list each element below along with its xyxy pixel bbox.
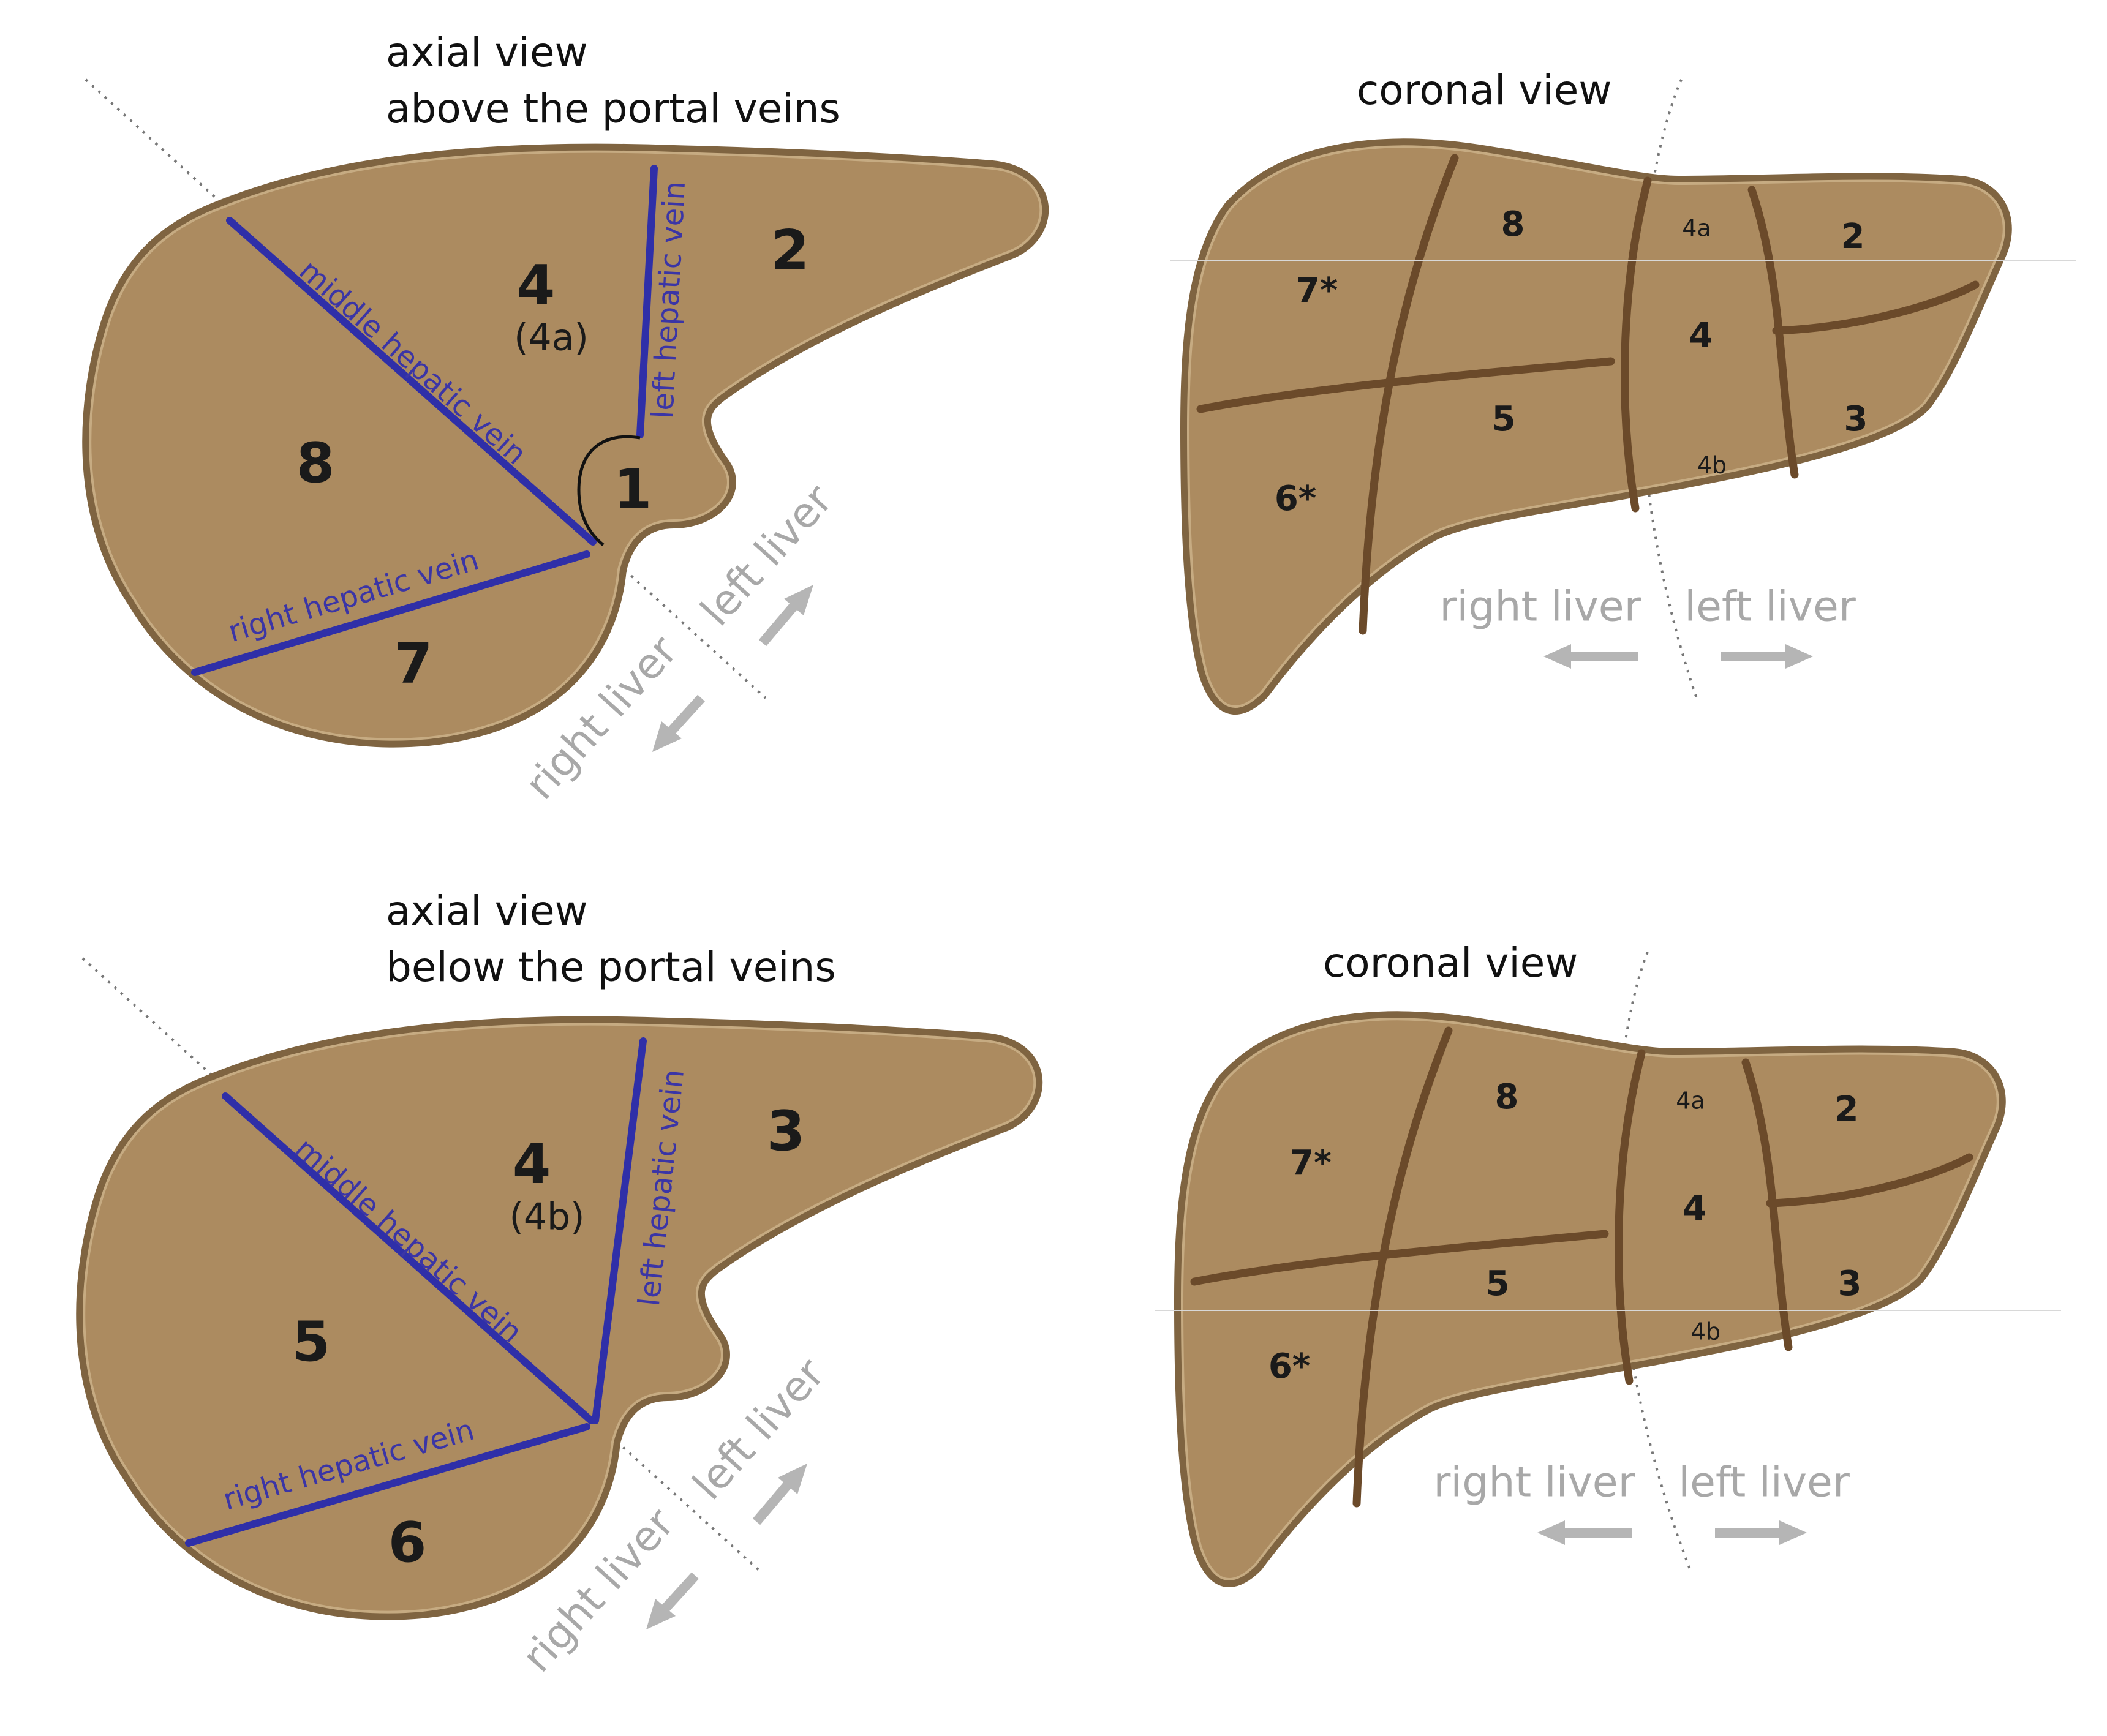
top-coronal-arrow-right-liver	[1544, 644, 1638, 669]
top-axial-liver	[89, 150, 1042, 741]
bottom-coronal-segment-5: 5	[1486, 1264, 1510, 1304]
top-axial-segment-8: 8	[296, 431, 335, 495]
top-coronal-segment-4: 4	[1689, 316, 1713, 356]
top-coronal-title: coronal view	[1357, 67, 1611, 114]
bottom-coronal-segment-4a: 4a	[1676, 1088, 1705, 1114]
bottom-coronal-segment-lines	[1190, 1026, 1973, 1508]
bottom-coronal-segment-2: 2	[1835, 1089, 1859, 1129]
bottom-coronal-right-liver-label: right liver	[1433, 1459, 1635, 1507]
top-axial-title-line2: above the portal veins	[386, 85, 840, 132]
top-axial-segment-4: 4	[517, 254, 556, 318]
bottom-axial-segment-4b-label: (4b)	[509, 1196, 584, 1239]
bottom-axial-right-hepatic-vein	[185, 1423, 590, 1547]
bottom-coronal-body: 8 4a 2 7* 4 5 3 4b 6* right liver left l…	[1155, 952, 2061, 1579]
top-coronal-arrow-left-liver	[1721, 644, 1813, 669]
bottom-axial-liver	[83, 1023, 1036, 1614]
bottom-coronal-arrow-right-liver	[1537, 1520, 1632, 1545]
top-coronal-segment-6: 6*	[1275, 479, 1316, 519]
bottom-axial-arrow-right-liver	[646, 1572, 699, 1629]
top-coronal-segment-8: 8	[1501, 205, 1525, 244]
bottom-axial-title-line1: axial view	[386, 887, 588, 934]
top-axial-arrow-left-liver	[758, 585, 813, 647]
bottom-coronal-segment-8: 8	[1495, 1077, 1519, 1117]
bottom-axial-middle-hepatic-vein	[222, 1092, 595, 1424]
top-axial-segment-1: 1	[614, 457, 652, 522]
bottom-coronal-segment-4: 4	[1683, 1189, 1707, 1228]
bottom-coronal-panel: coronal view 8 4a 2 7* 4 5 3 4b 6*	[1155, 939, 2061, 1579]
bottom-axial-arrow-left-liver	[752, 1464, 807, 1525]
bottom-coronal-segment-3: 3	[1838, 1264, 1862, 1304]
top-axial-left-hepatic-vein	[636, 165, 658, 438]
top-coronal-segment-4a: 4a	[1682, 215, 1711, 242]
top-axial-segment-7: 7	[394, 632, 433, 696]
top-axial-arrow-right-liver	[652, 694, 705, 752]
bottom-axial-panel: axial view below the portal veins middle…	[83, 887, 1035, 1682]
bottom-axial-segment-4: 4	[513, 1132, 551, 1197]
bottom-coronal-segment-4b: 4b	[1691, 1318, 1721, 1345]
top-coronal-segment-2: 2	[1841, 217, 1865, 257]
bottom-axial-left-hepatic-vein	[592, 1037, 647, 1424]
bottom-coronal-title: coronal view	[1323, 939, 1578, 986]
bottom-coronal-segment-7: 7*	[1290, 1143, 1332, 1183]
top-axial-caudate-outline	[577, 435, 641, 546]
top-coronal-panel: coronal view 8 4a 2 7* 4 5 3 4b 6* right…	[1170, 67, 2076, 707]
top-axial-panel: axial view above the portal veins middle…	[86, 29, 1041, 809]
bottom-coronal-arrow-left-liver	[1715, 1520, 1807, 1545]
top-axial-segment-4a-label: (4a)	[514, 317, 589, 359]
bottom-axial-title-line2: below the portal veins	[386, 944, 836, 991]
bottom-axial-segment-3: 3	[767, 1099, 805, 1163]
bottom-axial-body: middle hepatic vein left hepatic vein ri…	[83, 957, 1036, 1682]
top-coronal-division-line	[1638, 79, 1698, 699]
bottom-axial-segment-5: 5	[292, 1310, 331, 1374]
top-axial-right-hepatic-vein	[191, 550, 590, 676]
top-coronal-segment-4b: 4b	[1697, 452, 1727, 479]
top-coronal-segment-3: 3	[1844, 399, 1868, 439]
bottom-coronal-left-liver-label: left liver	[1678, 1459, 1850, 1507]
bottom-coronal-segment-6: 6*	[1268, 1347, 1310, 1386]
top-axial-segment-2: 2	[771, 219, 810, 283]
top-coronal-left-liver-label: left liver	[1684, 583, 1856, 631]
top-coronal-segment-7: 7*	[1296, 271, 1338, 310]
top-axial-middle-hepatic-vein	[226, 217, 597, 546]
bottom-coronal-division-line	[1615, 952, 1692, 1571]
top-coronal-segment-5: 5	[1492, 399, 1516, 439]
top-coronal-segment-lines	[1196, 154, 1980, 635]
top-coronal-right-liver-label: right liver	[1439, 583, 1641, 631]
top-axial-title-line1: axial view	[386, 29, 588, 76]
bottom-axial-segment-6: 6	[388, 1511, 427, 1575]
